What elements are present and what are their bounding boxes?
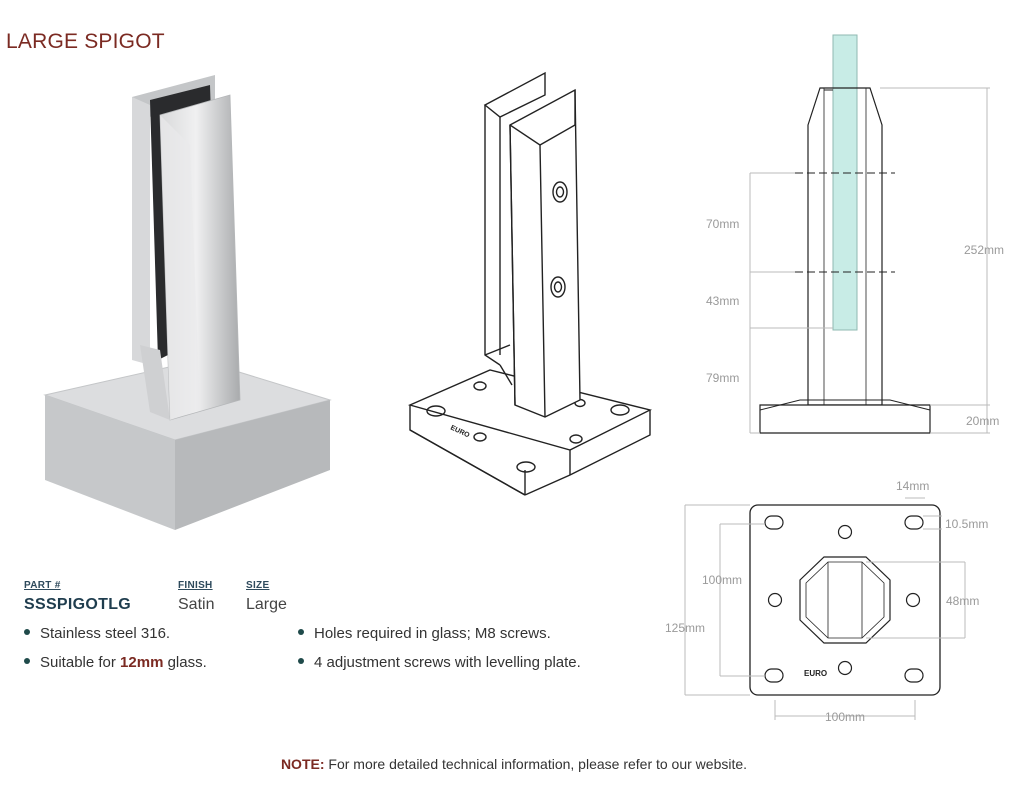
bullet-holes-text: Holes required in glass; M8 screws. (314, 625, 551, 642)
bullet-glass: Suitable for 12mm glass. (24, 654, 207, 671)
brand-mark: EURO (449, 424, 471, 439)
dim-70mm: 70mm (706, 217, 740, 231)
part-label: PART # (24, 580, 61, 591)
dim-252mm: 252mm (964, 243, 1005, 257)
dim-20mm: 20mm (966, 414, 1000, 428)
page-title: LARGE SPIGOT (6, 30, 165, 53)
bullet-glass-pre: Suitable for (40, 654, 121, 671)
bullet-glass-bold: 12mm (120, 654, 164, 671)
note-text: For more detailed technical information,… (324, 756, 748, 772)
bullet-dot (298, 629, 304, 636)
finish-value: Satin (178, 596, 215, 613)
dim-43mm: 43mm (706, 294, 740, 308)
bullet-glass-post: glass. (163, 654, 207, 671)
dim-100mm-left: 100mm (702, 573, 743, 587)
size-label: SIZE (246, 580, 270, 591)
bullet-dot (24, 629, 30, 636)
bullet-dot (298, 658, 304, 665)
brand-mark-plan: EURO (804, 669, 827, 678)
side-elevation (700, 30, 1020, 440)
note-label: NOTE: (280, 756, 325, 772)
bullet-dot (24, 658, 30, 665)
bullet-adjustment: 4 adjustment screws with levelling plate… (298, 654, 581, 671)
spigot-photo (40, 60, 340, 540)
dim-48mm: 48mm (946, 594, 980, 608)
plan-view: EURO (680, 490, 980, 730)
bullet-holes: Holes required in glass; M8 screws. (298, 625, 551, 642)
dim-14mm: 14mm (896, 479, 930, 493)
dim-100mm-bottom: 100mm (825, 710, 866, 724)
dim-79mm: 79mm (706, 371, 740, 385)
spigot-line-drawing: EURO (400, 65, 660, 515)
footer-note: NOTE: For more detailed technical inform… (0, 756, 1028, 772)
bullet-material: Stainless steel 316. (24, 625, 170, 642)
bullet-adjustment-text: 4 adjustment screws with levelling plate… (314, 654, 581, 671)
dim-10-5mm: 10.5mm (945, 517, 989, 531)
size-value: Large (246, 596, 287, 613)
part-number: SSSPIGOTLG (24, 596, 132, 613)
dim-125mm: 125mm (665, 621, 706, 635)
bullet-material-text: Stainless steel 316. (40, 625, 171, 642)
finish-label: FINISH (178, 580, 213, 591)
